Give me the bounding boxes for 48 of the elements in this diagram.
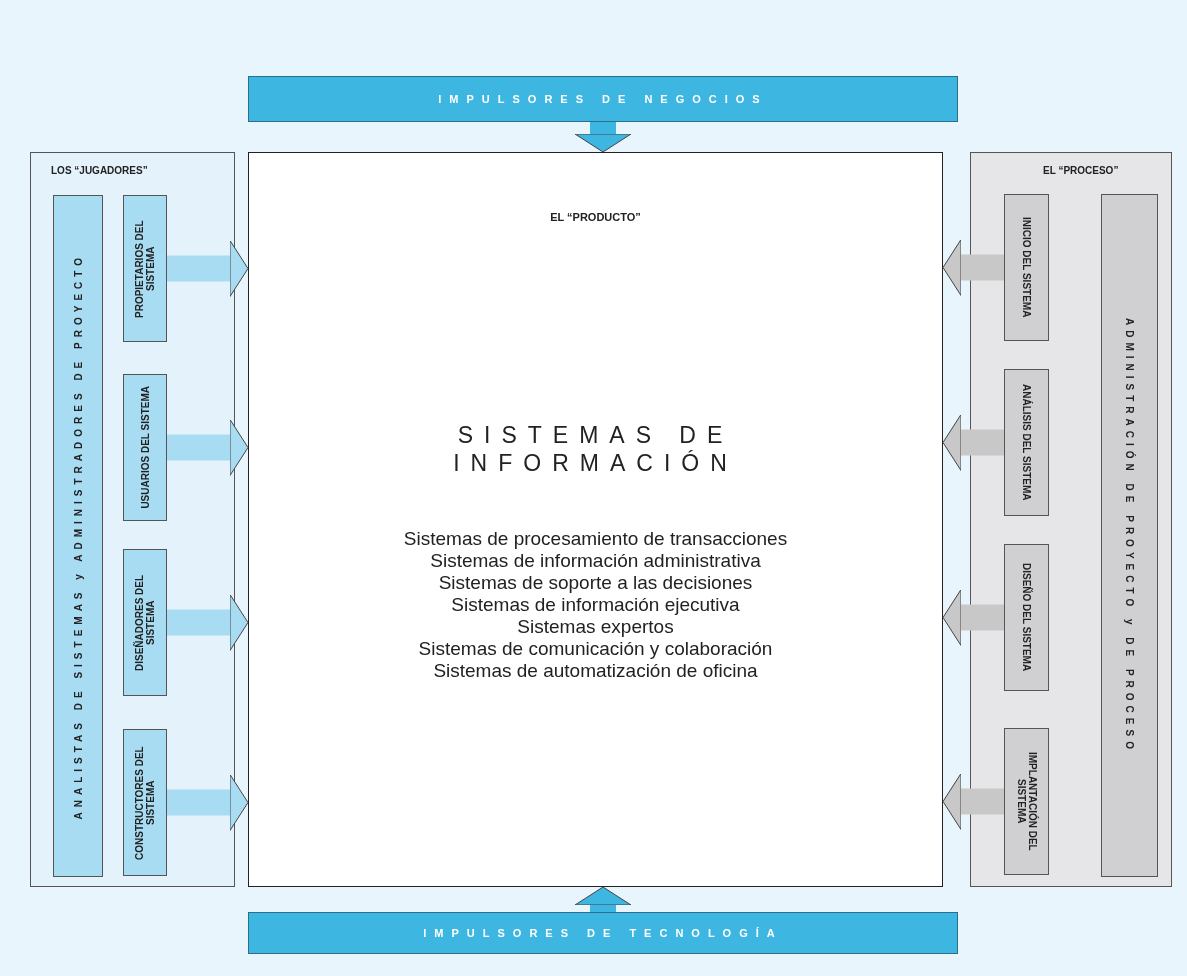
- list-item: Sistemas de comunicación y colaboración: [417, 638, 774, 660]
- group-panel: [970, 152, 1172, 887]
- list-item: Sistemas de información ejecutiva: [450, 594, 741, 616]
- role-label: INICIO DEL SISTEMA: [1021, 217, 1032, 318]
- list-item: Sistemas expertos: [516, 616, 675, 638]
- panel-title: EL “PRODUCTO”: [549, 211, 642, 223]
- banner-bar: [248, 76, 958, 122]
- block-arrow: [167, 774, 249, 831]
- role-box: [1004, 544, 1049, 691]
- role-box: [123, 374, 167, 521]
- product-panel: [248, 152, 943, 887]
- group-panel: [30, 152, 235, 887]
- role-label: ANALISTAS DE SISTEMAS y ADMINISTRADORES DE PROYECTO: [72, 252, 84, 820]
- role-label: PROPIETARIOS DEL SISTEMA: [134, 218, 156, 320]
- role-label: DISEÑO DEL SISTEMA: [1021, 563, 1032, 672]
- block-arrow: [942, 773, 1004, 830]
- block-arrow: [574, 886, 632, 912]
- main-heading: SISTEMAS DE INFORMACIÓN: [452, 421, 739, 477]
- block-arrow: [167, 240, 249, 297]
- role-box: [1004, 728, 1049, 875]
- role-box: [1101, 194, 1158, 877]
- block-arrow: [167, 594, 249, 651]
- banner-label: IMPULSORES DE NEGOCIOS: [438, 93, 768, 105]
- list-item: Sistemas de automatización de oficina: [432, 660, 759, 682]
- role-label: DISEÑADORES DEL SISTEMA: [134, 573, 156, 673]
- role-box: [123, 729, 167, 876]
- block-arrow: [942, 239, 1004, 296]
- list-item: Sistemas de información administrativa: [429, 550, 762, 572]
- panel-title: LOS “JUGADORES”: [51, 165, 148, 176]
- role-label: ANÁLISIS DEL SISTEMA: [1021, 384, 1032, 501]
- role-box: [123, 549, 167, 696]
- block-arrow: [574, 122, 632, 153]
- block-arrow: [942, 589, 1004, 646]
- role-box: [1004, 194, 1049, 341]
- role-label: CONSTRUCTORES DEL SISTEMA: [134, 744, 156, 862]
- list-item: Sistemas de procesamiento de transacciones: [402, 528, 789, 550]
- role-box: [123, 195, 167, 342]
- role-box: [1004, 369, 1049, 516]
- role-label: ADMINISTRACIÓN DE PROYECTO y DE PROCESO: [1124, 317, 1135, 754]
- panel-title: EL “PROCESO”: [1043, 165, 1119, 176]
- banner-label: IMPULSORES DE TECNOLOGÍA: [423, 927, 783, 939]
- list-item: Sistemas de soporte a las decisiones: [437, 572, 754, 594]
- block-arrow: [942, 414, 1004, 471]
- banner-bar: [248, 912, 958, 954]
- role-box: [53, 195, 103, 877]
- role-label: IMPLANTACIÓN DEL SISTEMA: [1015, 751, 1038, 853]
- block-arrow: [167, 419, 249, 476]
- role-label: USUARIOS DEL SISTEMA: [139, 386, 151, 509]
